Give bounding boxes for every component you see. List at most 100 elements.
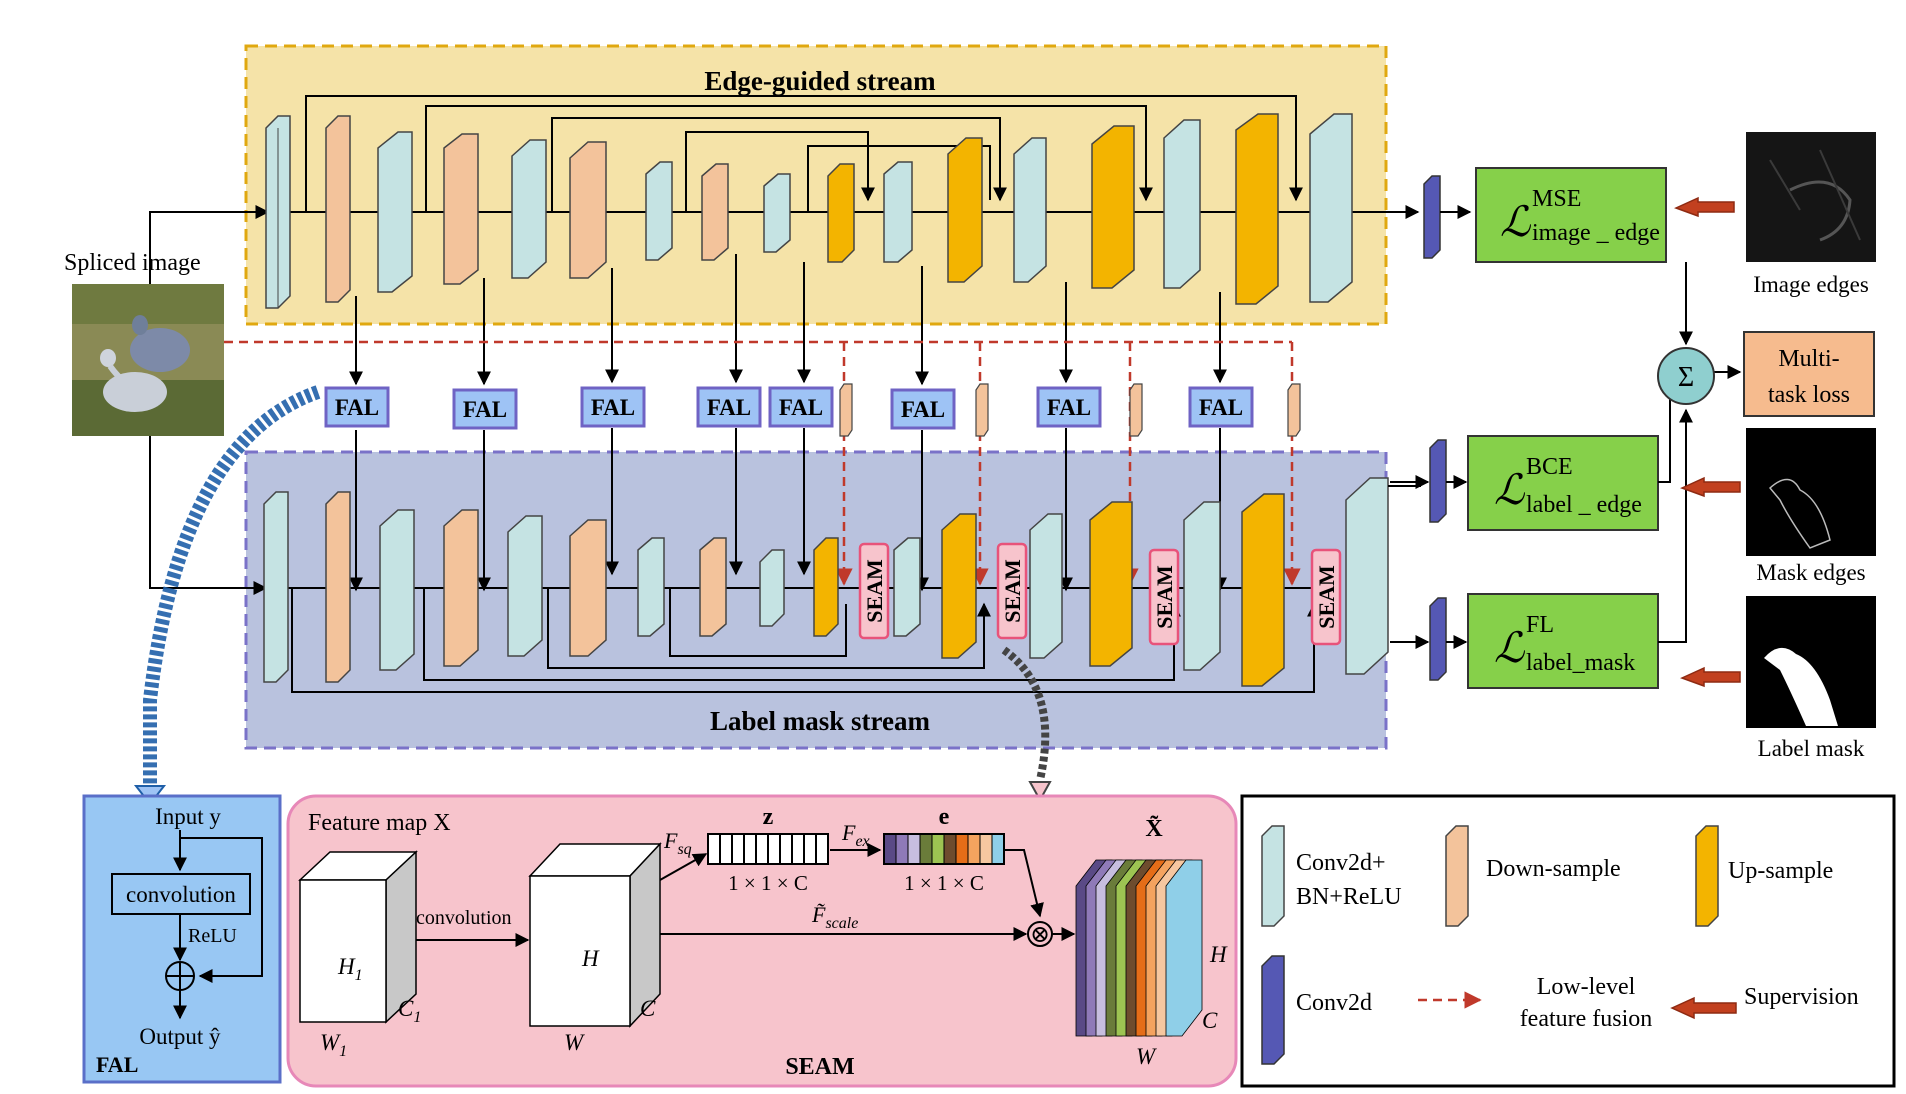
svg-text:X̃: X̃ bbox=[1145, 816, 1163, 842]
sum-node: Σ bbox=[1657, 347, 1715, 405]
svg-text:Conv2d: Conv2d bbox=[1296, 990, 1372, 1016]
svg-text:W: W bbox=[1136, 1044, 1157, 1069]
label-down-block-1 bbox=[325, 491, 351, 683]
edge-conv-block-3 bbox=[511, 139, 547, 279]
fal-tag-8: FAL bbox=[1188, 386, 1254, 428]
image-edges-label: Image edges bbox=[1753, 272, 1869, 297]
svg-text:Low-level: Low-level bbox=[1537, 974, 1636, 1000]
svg-text:MSE: MSE bbox=[1532, 186, 1581, 212]
svg-text:ℒ: ℒ bbox=[1494, 626, 1525, 672]
svg-text:C: C bbox=[1202, 1008, 1218, 1033]
label-up-block-2 bbox=[941, 513, 977, 659]
seam-tag-3: SEAM bbox=[1148, 548, 1180, 646]
edge-up-block-2 bbox=[947, 137, 983, 283]
svg-text:Fex: Fex bbox=[841, 820, 870, 850]
mask-edges-picture bbox=[1746, 428, 1876, 556]
seam-detail-panel: Feature map X H1 C1 W1 convolution H C W… bbox=[286, 794, 1238, 1088]
fal-tag-5: FAL bbox=[768, 386, 834, 428]
svg-text:FAL: FAL bbox=[335, 395, 379, 420]
label-down-block-3 bbox=[569, 519, 607, 657]
edge-up-block-3 bbox=[1091, 125, 1135, 289]
edge-output-conv2d bbox=[1423, 175, 1441, 259]
label-up-block-3 bbox=[1089, 501, 1133, 667]
svg-text:SEAM: SEAM bbox=[1152, 565, 1177, 629]
svg-text:1 × 1 × C: 1 × 1 × C bbox=[728, 871, 808, 895]
svg-text:W1: W1 bbox=[320, 1030, 347, 1060]
svg-text:FAL: FAL bbox=[901, 397, 945, 422]
image-edges-picture bbox=[1746, 132, 1876, 262]
label-up-block-4 bbox=[1241, 493, 1285, 687]
svg-text:Down-sample: Down-sample bbox=[1486, 856, 1621, 882]
seam-zoom-arrow bbox=[1001, 646, 1050, 781]
svg-text:FAL: FAL bbox=[779, 395, 823, 420]
edge-down-block-4 bbox=[701, 163, 729, 261]
fal-detail-panel: Input y convolution ReLU Output ŷ FAL bbox=[82, 794, 282, 1084]
edge-stream-title: Edge-guided stream bbox=[704, 66, 936, 96]
fusion-down-blocks bbox=[839, 383, 1301, 437]
edge-conv-block-9 bbox=[1309, 113, 1353, 303]
loss-connectors bbox=[1658, 262, 1742, 643]
label-output-conv2d-upper bbox=[1429, 439, 1447, 523]
seam-tag-4: SEAM bbox=[1310, 548, 1342, 646]
svg-text:ℒ: ℒ bbox=[1494, 468, 1525, 514]
seam-feature-map-text: Feature map X bbox=[308, 810, 451, 836]
seam-tag-2: SEAM bbox=[996, 542, 1028, 640]
svg-text:Supervision: Supervision bbox=[1744, 984, 1859, 1010]
fal-tag-2: FAL bbox=[452, 388, 518, 430]
svg-text:SEAM: SEAM bbox=[862, 559, 887, 623]
loss-fl-box: ℒ FL label_mask bbox=[1467, 593, 1659, 689]
edge-conv-block-8 bbox=[1163, 119, 1201, 289]
label-up-block-1 bbox=[813, 537, 839, 637]
fal-tag-7: FAL bbox=[1036, 386, 1102, 428]
legend: Conv2d+ BN+ReLU Down-sample Up-sample Co… bbox=[1240, 794, 1896, 1088]
seam-input-cube bbox=[298, 850, 418, 1024]
svg-text:BN+ReLU: BN+ReLU bbox=[1296, 884, 1402, 910]
label-mask-picture bbox=[1746, 596, 1876, 728]
edge-down-block-1 bbox=[325, 115, 351, 303]
edge-up-block-1 bbox=[827, 163, 855, 263]
label-conv-block-9 bbox=[1345, 477, 1389, 675]
edge-stream-blocks bbox=[265, 113, 1353, 309]
fal-tag-4: FAL bbox=[696, 386, 762, 428]
seam-output-stack bbox=[1075, 859, 1203, 1037]
svg-text:FAL: FAL bbox=[1047, 395, 1091, 420]
legend-conv-swatch bbox=[1261, 825, 1285, 927]
svg-text:C1: C1 bbox=[398, 996, 421, 1026]
svg-text:SEAM: SEAM bbox=[1000, 559, 1025, 623]
fal-zoom-arrow bbox=[143, 385, 321, 790]
loss-bce-box: ℒ BCE label _ edge bbox=[1467, 435, 1659, 531]
svg-text:FAL: FAL bbox=[463, 397, 507, 422]
legend-up-swatch bbox=[1695, 825, 1719, 927]
multitask-loss-box: Multi- task loss bbox=[1743, 331, 1875, 417]
svg-text:ℒ: ℒ bbox=[1500, 200, 1531, 246]
label-conv-block-5 bbox=[759, 549, 785, 627]
label-down-block-2 bbox=[443, 509, 479, 667]
seam-e-vector bbox=[883, 833, 1005, 865]
label-conv-block-7 bbox=[1029, 513, 1063, 659]
edge-conv-block-2 bbox=[377, 131, 413, 293]
loss-mse-box: ℒ MSE image _ edge bbox=[1475, 167, 1667, 263]
label-conv-block-2 bbox=[379, 509, 415, 671]
seam-tags: SEAM SEAM SEAM SEAM bbox=[858, 542, 1342, 646]
label-mask-label: Label mask bbox=[1758, 736, 1865, 761]
svg-text:FAL: FAL bbox=[707, 395, 751, 420]
svg-text:FL: FL bbox=[1526, 612, 1554, 638]
svg-text:Up-sample: Up-sample bbox=[1728, 858, 1833, 884]
seam-zoom-arrowhead bbox=[1028, 781, 1052, 803]
edge-conv-block-6 bbox=[883, 161, 913, 263]
fal-tag-6: FAL bbox=[890, 388, 956, 430]
svg-text:W: W bbox=[564, 1030, 585, 1055]
svg-text:Fsq: Fsq bbox=[663, 828, 692, 858]
fal-conv-text: convolution bbox=[126, 882, 236, 907]
svg-text:⊗: ⊗ bbox=[1030, 922, 1050, 948]
fal-output-text: Output ŷ bbox=[139, 1024, 221, 1049]
svg-text:F̃scale: F̃scale bbox=[811, 902, 858, 932]
spliced-image bbox=[72, 284, 224, 436]
svg-text:FAL: FAL bbox=[1199, 395, 1243, 420]
svg-text:SEAM: SEAM bbox=[1314, 565, 1339, 629]
svg-text:BCE: BCE bbox=[1526, 454, 1573, 480]
svg-text:label_mask: label_mask bbox=[1526, 650, 1635, 676]
fal-relu-text: ReLU bbox=[188, 925, 237, 947]
svg-text:H: H bbox=[1209, 942, 1228, 967]
